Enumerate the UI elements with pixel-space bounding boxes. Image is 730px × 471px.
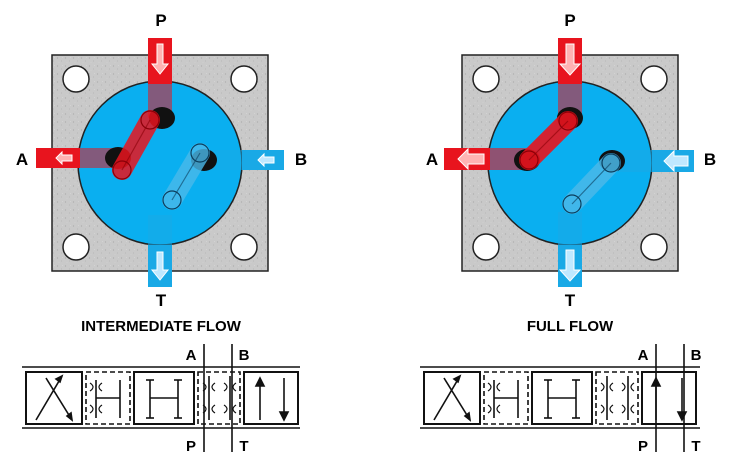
arrow-left-icon [663, 149, 689, 173]
port-label-p: P [155, 11, 166, 30]
port-p-channel [148, 38, 172, 118]
symbol-label-p: P [638, 438, 648, 455]
pressure-passage [112, 110, 160, 180]
arrow-left-icon [55, 150, 73, 166]
port-b-channel [610, 149, 694, 173]
bolt-hole [62, 65, 90, 93]
iso-symbol-intermediate [22, 344, 300, 452]
port-t-channel [558, 212, 582, 287]
arrow-left-icon [457, 147, 485, 171]
port-label-t: T [156, 291, 167, 310]
caption-intermediate: INTERMEDIATE FLOW [81, 318, 242, 335]
bolt-hole [472, 65, 500, 93]
symbol-label-t: T [239, 438, 248, 455]
bolt-hole [640, 65, 668, 93]
bolt-hole [230, 233, 258, 261]
port-label-b: B [704, 150, 716, 169]
tank-passage [162, 143, 210, 210]
panel-full: P A B T FULL FLOW [426, 11, 716, 335]
bolt-hole [640, 233, 668, 261]
bolt-hole [472, 233, 500, 261]
port-a-channel [444, 147, 530, 171]
bolt-hole [230, 65, 258, 93]
arrow-down-icon [558, 43, 582, 76]
port-label-a: A [16, 150, 28, 169]
port-t-channel [148, 215, 172, 287]
arrow-down-icon [150, 43, 170, 75]
symbol-label-a: A [186, 347, 197, 364]
arrow-left-icon [257, 152, 275, 168]
iso-symbol-full [420, 344, 700, 452]
symbol-label-a: A [638, 347, 649, 364]
symbol-label-b: B [691, 347, 702, 364]
arrow-down-icon [558, 249, 582, 282]
port-p-channel [558, 38, 582, 118]
symbol-label-t: T [691, 438, 700, 455]
caption-full: FULL FLOW [527, 318, 614, 335]
bolt-hole [62, 233, 90, 261]
symbol-label-p: P [186, 438, 196, 455]
port-label-p: P [564, 11, 575, 30]
panel-intermediate: P A B T INTERMEDIATE FLOW [16, 11, 307, 335]
port-a-channel [36, 148, 120, 168]
port-b-channel [200, 150, 284, 170]
symbol-label-b: B [239, 347, 250, 364]
port-label-t: T [565, 291, 576, 310]
tank-passage [562, 153, 621, 214]
pressure-passage [519, 111, 578, 170]
port-label-b: B [295, 150, 307, 169]
port-label-a: A [426, 150, 438, 169]
arrow-down-icon [150, 251, 170, 281]
